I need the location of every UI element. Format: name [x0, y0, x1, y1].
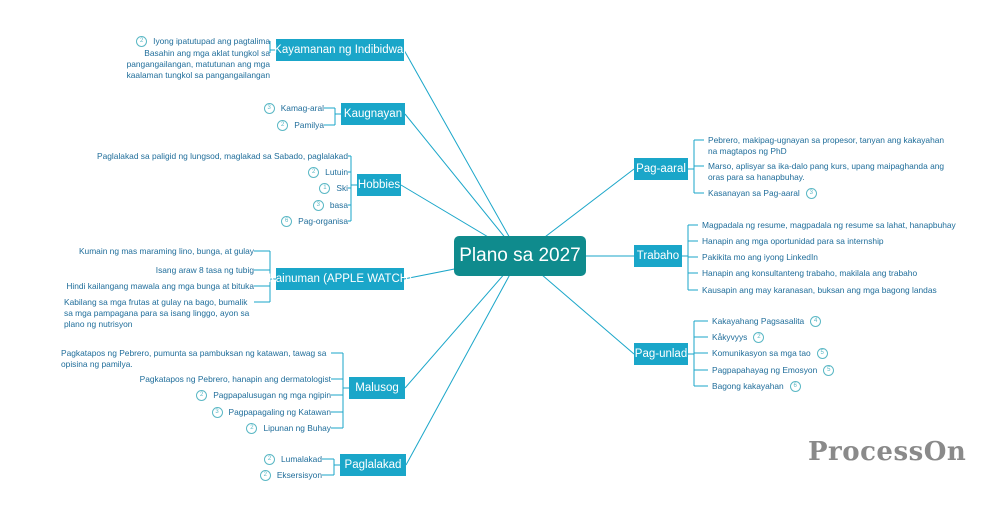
leaf-text: Lipunan ng Buhay — [263, 423, 331, 433]
leaf-hobbies-4[interactable]: 6 Pag-organisa — [228, 216, 348, 228]
leaf-pagunlad-0[interactable]: Kakayahang Pagsasalita 4 — [712, 316, 912, 328]
leaf-text: basa — [329, 200, 348, 210]
priority-badge-icon: 4 — [810, 316, 822, 328]
leaf-text: Lutuin — [325, 167, 348, 177]
priority-badge-icon: 3 — [211, 407, 223, 419]
priority-badge-icon: 3 — [805, 188, 817, 200]
priority-badge-icon: 1 — [319, 183, 331, 195]
leaf-text: Marso, aplisyar sa ika-dalo pang kurs, u… — [708, 161, 945, 182]
connector-malusog — [404, 255, 521, 389]
leaf-text: Magpadala ng resume, magpadala ng resume… — [702, 220, 956, 230]
branch-paglalakad[interactable]: Paglalakad — [340, 454, 406, 476]
leaf-pagaaral-1[interactable]: Marso, aplisyar sa ika-dalo pang kurs, u… — [708, 161, 948, 183]
leaf-hobbies-0[interactable]: Paglalakad sa paligid ng lungsod, maglak… — [68, 151, 348, 162]
branch-pagaaral[interactable]: Pag-aaral — [634, 158, 688, 180]
priority-badge-icon: 6 — [789, 381, 801, 393]
leaf-malusog-2[interactable]: 2 Pagpapalusugan ng mga ngipin — [171, 390, 331, 402]
leaf-text: Bagong kakayahan — [712, 381, 784, 391]
leaf-paglalakad-0[interactable]: 2 Lumalakad — [202, 454, 322, 466]
connector-paglalakad — [405, 255, 521, 466]
leaf-pagunlad-1[interactable]: Kåkyvyys 2 — [712, 332, 912, 344]
leaf-kainuman-0[interactable]: Kumain ng mas maraming lino, bunga, at g… — [24, 246, 254, 257]
leaf-text: Hanapin ang konsultanteng trabaho, makil… — [702, 268, 918, 278]
priority-badge-icon: 5 — [816, 348, 828, 360]
leaf-text: Pagpapahayag ng Emosyon — [712, 365, 818, 375]
leaf-text: Kumain ng mas maraming lino, bunga, at g… — [78, 246, 254, 256]
processon-watermark: ProcessOn — [808, 437, 967, 467]
branch-kainuman[interactable]: Kainuman (APPLE WATCH) — [268, 268, 412, 290]
leaf-text: Pagpapagaling ng Katawan — [228, 407, 331, 417]
leaf-pagaaral-2[interactable]: Kasanayan sa Pag-aaral 3 — [708, 188, 908, 200]
leaf-text: Lumalakad — [281, 454, 322, 464]
leaf-text: Basahin ang mga aklat tungkol sa pangang… — [126, 48, 270, 80]
leaf-pagunlad-3[interactable]: Pagpapahayag ng Emosyon 5 — [712, 365, 912, 377]
leaf-kainuman-1[interactable]: Isang araw 8 tasa ng tubig — [24, 265, 254, 276]
leaf-kayamanan-0[interactable]: 2 Iyong ipatutupad ang pagtalima — [70, 36, 270, 48]
leaf-text: Pamilya — [294, 120, 324, 130]
leaf-text: Paglalakad sa paligid ng lungsod, maglak… — [97, 151, 348, 161]
branch-hobbies[interactable]: Hobbies — [357, 174, 401, 196]
leaf-text: Iyong ipatutupad ang pagtalima — [153, 36, 270, 46]
priority-badge-icon: 2 — [308, 167, 320, 179]
leaf-text: Kåkyvyys — [712, 332, 748, 342]
leaf-kainuman-3[interactable]: Kabilang sa mga frutas at gulay na bago,… — [64, 297, 254, 330]
leaf-malusog-3[interactable]: 3 Pagpapagaling ng Katawan — [171, 407, 331, 419]
priority-badge-icon: 2 — [196, 390, 208, 402]
leaf-kaugnayan-1[interactable]: 2 Pamilya — [204, 120, 324, 132]
leaf-text: Ski — [336, 183, 348, 193]
leaf-kayamanan-1[interactable]: Basahin ang mga aklat tungkol sa pangang… — [100, 48, 270, 81]
leaf-malusog-4[interactable]: 2 Lipunan ng Buhay — [171, 423, 331, 435]
priority-badge-icon: 5 — [823, 365, 835, 377]
branch-trabaho[interactable]: Trabaho — [634, 245, 682, 267]
leaf-kaugnayan-0[interactable]: 3 Kamag-aral — [204, 103, 324, 115]
leaf-text: Pagpapalusugan ng mga ngipin — [213, 390, 331, 400]
priority-badge-icon: 3 — [263, 103, 275, 115]
leaf-text: Komunikasyon sa mga tao — [712, 348, 811, 358]
central-topic[interactable]: Plano sa 2027 — [454, 236, 586, 276]
leaf-trabaho-1[interactable]: Hanapin ang mga oportunidad para sa inte… — [702, 236, 972, 247]
leaf-text: Pebrero, makipag-ugnayan sa propesor, ta… — [708, 135, 945, 156]
leaf-malusog-1[interactable]: Pagkatapos ng Pebrero, hanapin ang derma… — [71, 374, 331, 385]
leaf-hobbies-2[interactable]: 1 Ski — [228, 183, 348, 195]
priority-badge-icon: 2 — [753, 332, 765, 344]
leaf-trabaho-0[interactable]: Magpadala ng resume, magpadala ng resume… — [702, 220, 972, 231]
branch-malusog[interactable]: Malusog — [349, 377, 405, 399]
leaf-text: Kausapin ang may karanasan, buksan ang m… — [702, 285, 937, 295]
leaf-trabaho-3[interactable]: Hanapin ang konsultanteng trabaho, makil… — [702, 268, 972, 279]
branch-pagunlad[interactable]: Pag-unlad — [634, 343, 688, 365]
priority-badge-icon: 6 — [281, 216, 293, 228]
branch-kayamanan[interactable]: Kayamanan ng Indibidwal — [274, 39, 406, 61]
leaf-text: Pagkatapos ng Pebrero, hanapin ang derma… — [139, 374, 331, 384]
priority-badge-icon: 2 — [259, 470, 271, 482]
leaf-text: Pakikita mo ang iyong LinkedIn — [702, 252, 818, 262]
leaf-text: Pagkatapos ng Pebrero, pumunta sa pambuk… — [61, 348, 327, 369]
leaf-pagunlad-2[interactable]: Komunikasyon sa mga tao 5 — [712, 348, 912, 360]
leaf-text: Kabilang sa mga frutas at gulay na bago,… — [64, 297, 250, 329]
connector-kayamanan — [403, 49, 521, 257]
priority-badge-icon: 2 — [264, 454, 276, 466]
leaf-trabaho-2[interactable]: Pakikita mo ang iyong LinkedIn — [702, 252, 972, 263]
leaf-text: Hindi kailangang mawala ang mga bunga at… — [66, 281, 254, 291]
leaf-text: Hanapin ang mga oportunidad para sa inte… — [702, 236, 884, 246]
leaf-hobbies-3[interactable]: 3 basa — [228, 200, 348, 212]
leaf-trabaho-4[interactable]: Kausapin ang may karanasan, buksan ang m… — [702, 285, 972, 296]
priority-badge-icon: 2 — [277, 120, 289, 132]
leaf-text: Pag-organisa — [298, 216, 348, 226]
leaf-text: Kamag-aral — [280, 103, 324, 113]
leaf-text: Isang araw 8 tasa ng tubig — [155, 265, 254, 275]
leaf-text: Kasanayan sa Pag-aaral — [708, 188, 800, 198]
branch-kaugnayan[interactable]: Kaugnayan — [341, 103, 405, 125]
priority-badge-icon: 2 — [246, 423, 258, 435]
leaf-pagunlad-4[interactable]: Bagong kakayahan 6 — [712, 381, 912, 393]
leaf-pagaaral-0[interactable]: Pebrero, makipag-ugnayan sa propesor, ta… — [708, 135, 948, 157]
leaf-text: Eksersisyon — [276, 470, 322, 480]
leaf-kainuman-2[interactable]: Hindi kailangang mawala ang mga bunga at… — [24, 281, 254, 292]
leaf-hobbies-1[interactable]: 2 Lutuin — [228, 167, 348, 179]
priority-badge-icon: 2 — [136, 36, 148, 48]
leaf-malusog-0[interactable]: Pagkatapos ng Pebrero, pumunta sa pambuk… — [61, 348, 331, 370]
connector-kaugnayan — [404, 113, 521, 257]
leaf-paglalakad-1[interactable]: 2 Eksersisyon — [202, 470, 322, 482]
priority-badge-icon: 3 — [312, 200, 324, 212]
leaf-text: Kakayahang Pagsasalita — [712, 316, 805, 326]
